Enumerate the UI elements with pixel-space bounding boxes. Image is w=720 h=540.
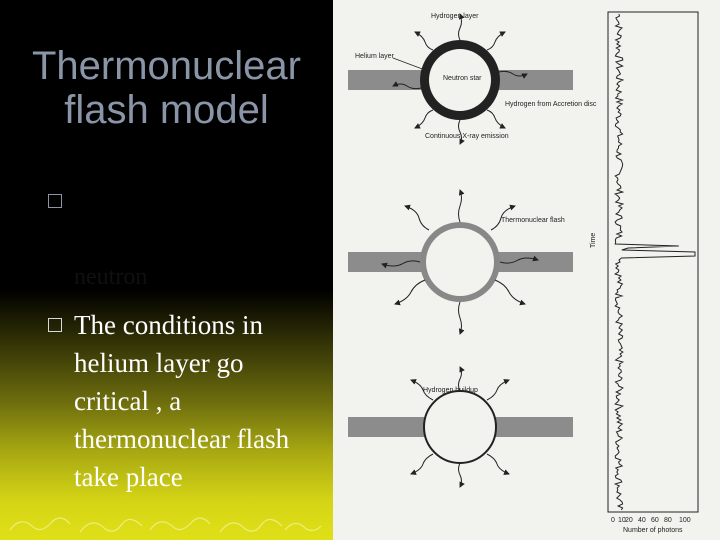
x-tick-label: 40 bbox=[638, 517, 646, 524]
stage-buildup: Hydrogen buildup bbox=[348, 367, 573, 487]
stage-accretion: Hydrogen layer Helium layer Neutron star… bbox=[348, 13, 597, 144]
bullet-text-fragment: neutron bbox=[74, 264, 147, 291]
bullet-text-2: The conditions in helium layer go critic… bbox=[74, 306, 324, 496]
decorative-border bbox=[0, 500, 333, 540]
label-number-of-photons: Number of photons bbox=[623, 527, 683, 534]
neutron-star-figure: Hydrogen layer Helium layer Neutron star… bbox=[333, 0, 720, 540]
label-neutron-star: Neutron star bbox=[443, 75, 482, 82]
light-curve-trace bbox=[615, 14, 695, 510]
x-tick-label: 80 bbox=[664, 517, 672, 524]
stage-flash: Thermonuclear flash bbox=[348, 190, 573, 334]
pointer-line bbox=[393, 58, 425, 70]
label-thermonuclear-flash: Thermonuclear flash bbox=[501, 217, 565, 224]
figure-svg: Hydrogen layer Helium layer Neutron star… bbox=[333, 0, 720, 540]
label-hydrogen-from-disc: Hydrogen from Accretion disc bbox=[505, 101, 597, 108]
label-hydrogen-layer: Hydrogen layer bbox=[431, 13, 479, 20]
label-continuous-emission: Continuous X-ray emission bbox=[425, 133, 509, 140]
x-tick-label: 60 bbox=[651, 517, 659, 524]
x-tick-label: 100 bbox=[679, 517, 691, 524]
x-tick-label: 0 bbox=[611, 517, 615, 524]
slide-text-panel: Thermonuclear flash model neutron The co… bbox=[0, 0, 333, 540]
bullet-marker bbox=[48, 194, 62, 208]
buildup-star bbox=[424, 391, 496, 463]
flash-core bbox=[426, 228, 494, 296]
bullet-marker bbox=[48, 318, 62, 332]
slide-title: Thermonuclear flash model bbox=[0, 44, 333, 132]
label-helium-layer: Helium layer bbox=[355, 53, 395, 60]
x-tick-label: 20 bbox=[625, 517, 633, 524]
label-time: Time bbox=[590, 233, 597, 248]
light-curve-frame bbox=[608, 12, 698, 512]
label-hydrogen-buildup: Hydrogen buildup bbox=[423, 387, 478, 394]
